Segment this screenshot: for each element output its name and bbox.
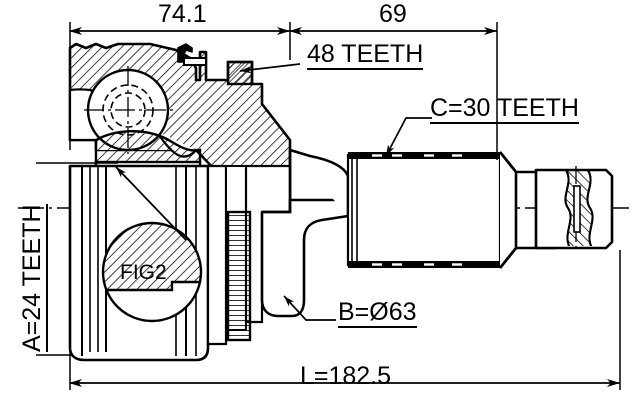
dimension-69 [289,22,498,160]
dimension-label-74-1: 74.1 [158,0,207,28]
splined-shaft [346,151,556,269]
leader-b-diameter [283,295,336,321]
leader-c-30-teeth [385,117,432,157]
dimension-label-69: 69 [379,0,407,28]
dimension-length-overall [69,250,621,390]
dimension-label-length-overall: L=182.5 [300,362,392,390]
snap-ring [177,43,207,66]
teeth-ring-48 [226,60,254,86]
annotation-label-48-teeth: 48 TEETH [307,40,424,70]
splined-shaft-stub [534,166,614,252]
housing-nose [260,148,350,318]
annotation-label-b-diameter-63: B=Ø63 [338,298,417,328]
dimension-label-a-24-teeth: A=24 TEETH [18,204,48,352]
detail-callout-label-fig2: FIG2 [120,261,167,284]
annotation-label-c-30-teeth: C=30 TEETH [430,94,579,124]
detail-circle-fig2 [101,166,203,323]
abs-tone-ring [226,210,252,342]
ball-bearing [84,66,176,154]
leader-48-teeth [239,63,301,74]
dimension-a-24-teeth [36,162,118,356]
